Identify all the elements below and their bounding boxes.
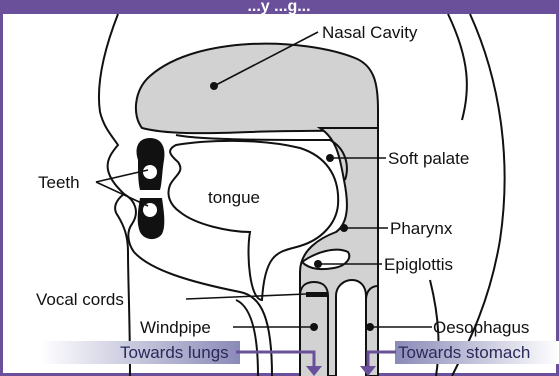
soft-palate-dot xyxy=(326,154,334,162)
tube-divider xyxy=(336,280,366,376)
throat-front-line xyxy=(236,300,258,376)
epiglottis-dot xyxy=(314,260,322,268)
label-towards-lungs: Towards lungs xyxy=(120,343,229,362)
upper-tooth xyxy=(137,138,165,190)
label-oesophagus: Oesophagus xyxy=(433,318,529,337)
label-teeth: Teeth xyxy=(38,173,80,192)
label-epiglottis: Epiglottis xyxy=(384,255,453,274)
upper-tooth-highlight xyxy=(143,165,157,179)
label-towards-stomach: Towards stomach xyxy=(398,343,530,362)
label-soft-palate: Soft palate xyxy=(388,149,469,168)
skull-line xyxy=(448,14,467,120)
label-tongue: tongue xyxy=(208,188,260,207)
nasal-cavity-shape xyxy=(136,44,378,134)
pharynx-dot xyxy=(340,224,348,232)
label-nasal-cavity: Nasal Cavity xyxy=(322,23,418,42)
oesophagus-dot xyxy=(366,323,374,331)
title-text: ...y ...g... xyxy=(247,0,310,15)
nasal-cavity-dot xyxy=(210,82,218,90)
windpipe-dot xyxy=(310,323,318,331)
label-windpipe: Windpipe xyxy=(140,318,211,337)
vocal-cords-mark xyxy=(306,292,328,297)
label-pharynx: Pharynx xyxy=(390,219,453,238)
label-vocal-cords: Vocal cords xyxy=(36,290,124,309)
